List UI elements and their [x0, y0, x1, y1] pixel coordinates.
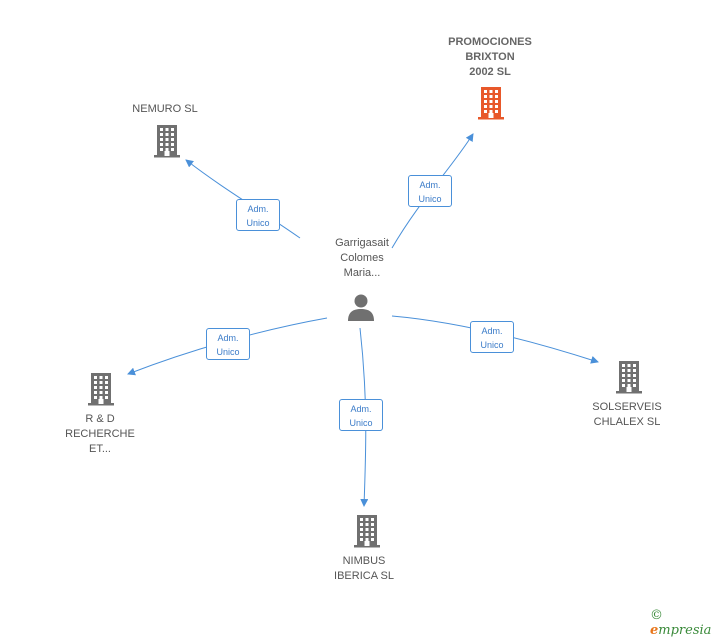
building-icon[interactable]	[352, 514, 382, 553]
building-icon[interactable]	[614, 360, 644, 399]
role-badge-line: Adm.	[217, 333, 239, 343]
role-badge-line: Unico	[349, 418, 373, 428]
company-label-nemuro[interactable]: NEMURO SL	[115, 102, 215, 117]
building-icon[interactable]	[476, 86, 506, 125]
role-badge-line: Unico	[480, 340, 504, 350]
company-name-line: CHLALEX SL	[593, 416, 661, 428]
copyright-notice[interactable]: © empresia	[650, 608, 728, 638]
role-badge-line: Unico	[216, 347, 240, 357]
company-name-line: RECHERCHE	[65, 428, 135, 440]
person-name-line: Garrigasait	[335, 237, 389, 249]
role-badge-line: Unico	[246, 218, 270, 228]
company-name-line: R & D	[85, 413, 115, 425]
company-name-line: PROMOCIONES	[448, 36, 532, 48]
brand-logo-text: mpresia	[658, 623, 712, 638]
role-badge[interactable]: Adm. Unico	[408, 175, 452, 207]
building-icon[interactable]	[152, 124, 182, 163]
role-badge-line: Unico	[418, 194, 442, 204]
company-name-line: NIMBUS	[342, 555, 386, 567]
company-label-promociones[interactable]: PROMOCIONES BRIXTON 2002 SL	[430, 35, 550, 80]
person-name[interactable]: Garrigasait Colomes Maria...	[312, 236, 412, 281]
copyright-symbol: ©	[650, 608, 663, 623]
person-icon[interactable]	[346, 292, 376, 322]
company-name-line: SOLSERVEIS	[592, 401, 662, 413]
role-badge-line: Adm.	[350, 404, 372, 414]
company-name-line: IBERICA SL	[334, 570, 394, 582]
role-badge-line: Adm.	[419, 180, 441, 190]
company-label-solserveis[interactable]: SOLSERVEIS CHLALEX SL	[577, 400, 677, 430]
role-badge[interactable]: Adm. Unico	[470, 321, 514, 353]
role-badge[interactable]: Adm. Unico	[236, 199, 280, 231]
company-name-line: ET...	[88, 443, 111, 455]
role-badge[interactable]: Adm. Unico	[206, 328, 250, 360]
company-name-line: BRIXTON	[465, 51, 515, 63]
person-name-line: Maria...	[343, 267, 381, 279]
company-name-line: 2002 SL	[469, 66, 511, 78]
building-icon[interactable]	[86, 372, 116, 411]
role-badge-line: Adm.	[247, 204, 269, 214]
role-badge-line: Adm.	[481, 326, 503, 336]
person-name-line: Colomes	[340, 252, 384, 264]
company-label-rd[interactable]: R & D RECHERCHE ET...	[50, 412, 150, 457]
company-label-nimbus[interactable]: NIMBUS IBERICA SL	[314, 554, 414, 584]
company-name-line: NEMURO SL	[132, 103, 198, 115]
role-badge[interactable]: Adm. Unico	[339, 399, 383, 431]
